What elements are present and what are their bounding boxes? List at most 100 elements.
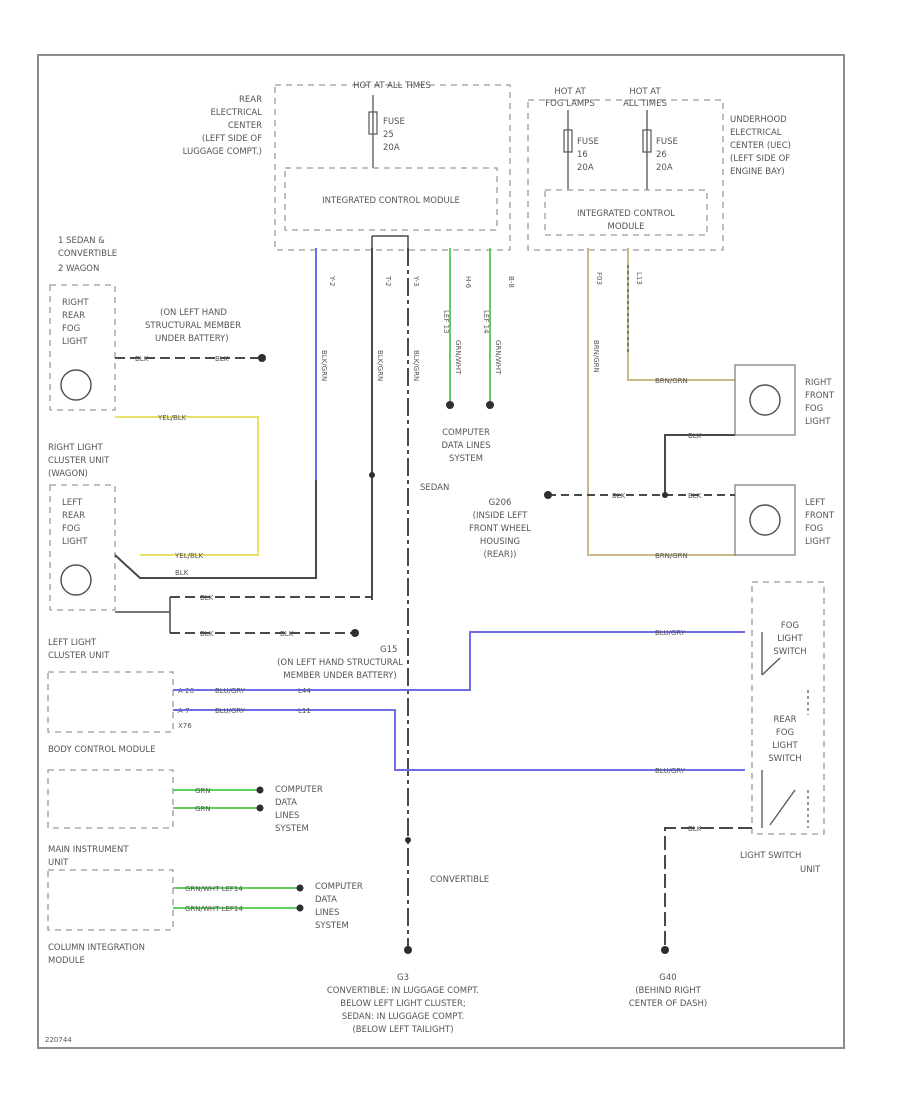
bcm-label: BODY CONTROL MODULE: [48, 745, 155, 755]
right-cluster-label: RIGHT LIGHT: [48, 443, 104, 453]
rear-center-name-line: (LEFT SIDE OF: [202, 134, 262, 144]
rear-center-name-line: LUGGAGE COMPT.): [183, 147, 262, 157]
wire-label-vertical: GRN/WHT: [494, 340, 502, 375]
ground-g15-label: G15: [380, 645, 397, 655]
left-cluster-label: LEFT LIGHT: [48, 638, 97, 648]
icm-pin: H-6: [464, 276, 472, 289]
ground-g40-label: (BEHIND RIGHT: [635, 986, 701, 996]
wire-label: BRN/GRN: [655, 552, 688, 560]
wire-label: YEL/BLK: [174, 552, 204, 560]
right-rear-fog-light: RIGHT REAR FOG LIGHT: [49, 284, 116, 411]
left-front-fog-light: LEFT FRONT FOG LIGHT: [734, 484, 835, 556]
wire-label: BLU/GRY: [215, 707, 246, 715]
legend-line: 2 WAGON: [58, 264, 99, 274]
sedan-label: SEDAN: [420, 483, 449, 493]
computer-data-top-line: SYSTEM: [449, 454, 483, 464]
connector-dot: [446, 401, 454, 409]
left-cluster-label: CLUSTER UNIT: [48, 651, 110, 661]
icm-pin: Y-2: [328, 275, 336, 286]
computer-data-top-line: COMPUTER: [442, 428, 490, 438]
ground-g3-label: G3: [397, 973, 409, 983]
wire-black-ground: [664, 434, 735, 495]
ground-g15-label: MEMBER UNDER BATTERY): [283, 671, 396, 681]
connector-dot: [486, 401, 494, 409]
column-integration-module: COLUMN INTEGRATION MODULE: [47, 869, 174, 966]
connector-dot: [296, 904, 304, 912]
wire-tag: L11: [298, 707, 311, 715]
ground-g15-label: (ON LEFT HAND STRUCTURAL: [277, 658, 403, 668]
rear-fog-switch-label: REAR: [774, 715, 797, 725]
can-label: LEF 14: [482, 310, 490, 334]
switch-icon: [769, 789, 796, 826]
icm-front-label: MODULE: [608, 222, 645, 232]
uec-fuse-label: FUSE: [577, 137, 599, 147]
right-rear-fog-label: RIGHT: [62, 298, 89, 308]
left-rear-fog-label: LEFT: [62, 498, 83, 508]
legend-line: CONVERTIBLE: [58, 249, 117, 259]
icm-front-pin: F03: [595, 272, 603, 285]
ground-upper-label: STRUCTURAL MEMBER: [145, 321, 241, 331]
drawing-id: 220744: [45, 1036, 72, 1044]
computer-data-low-line: DATA: [315, 895, 337, 905]
icm-pin: Y-3: [412, 275, 420, 286]
wire-label: GRN: [195, 805, 211, 813]
ground-g3-label: SEDAN: IN LUGGAGE COMPT.: [342, 1012, 464, 1022]
left-front-fog-label: LEFT: [805, 498, 826, 508]
ground-g40-label: G40: [659, 973, 676, 983]
ground-g206-label: G206: [489, 498, 512, 508]
lamp-icon: [60, 369, 92, 401]
uec-hot-label: HOT AT: [629, 87, 661, 97]
wire-tan: [587, 248, 735, 556]
right-cluster-label: (WAGON): [48, 469, 88, 479]
icm-front-pin: L13: [635, 272, 643, 285]
wire-label: BRN/GRN: [655, 377, 688, 385]
wire-label: BLK: [688, 825, 702, 833]
uec-fuse-rating: 20A: [577, 163, 594, 173]
uec-fuse-number: 26: [656, 150, 667, 160]
column-integration-label: COLUMN INTEGRATION: [48, 943, 145, 953]
icm-rear-label: INTEGRATED CONTROL MODULE: [322, 196, 460, 206]
wire-black-left-rear: [114, 480, 317, 579]
wire-label: GRN/WHT LEF14: [185, 885, 243, 893]
right-rear-fog-label: LIGHT: [62, 337, 88, 347]
rear-fuse-rating: 20A: [383, 143, 400, 153]
can-label: LEF 13: [442, 310, 450, 333]
computer-data-mid-line: DATA: [275, 798, 297, 808]
ground-point: [544, 491, 552, 499]
rear-center-name-line: REAR: [239, 95, 262, 105]
left-rear-fog-label: FOG: [62, 524, 80, 534]
legend-line: 1 SEDAN &: [58, 236, 105, 246]
splice-dot: [405, 837, 411, 843]
computer-data-top-line: DATA LINES: [442, 441, 491, 451]
wire-black-switch-ground: [664, 827, 752, 950]
rear-center-hot-label: HOT AT ALL TIMES: [353, 81, 431, 91]
computer-data-mid-line: SYSTEM: [275, 824, 309, 834]
fuse-icon: [563, 129, 573, 153]
icm-pin: T-2: [384, 275, 392, 287]
uec-name-line: CENTER (UEC): [730, 141, 791, 151]
right-front-fog-label: RIGHT: [805, 378, 832, 388]
column-integration-label: MODULE: [48, 956, 85, 966]
rear-electrical-center: HOT AT ALL TIMES REAR ELECTRICAL CENTER …: [183, 81, 511, 251]
ground-g40-label: CENTER OF DASH): [629, 999, 707, 1009]
left-front-fog-label: LIGHT: [805, 537, 831, 547]
light-switch-unit-label: UNIT: [800, 865, 821, 875]
main-instrument-label: UNIT: [48, 858, 69, 868]
underhood-electrical-center: HOT AT FOG LAMPS HOT AT ALL TIMES UNDERH…: [527, 87, 791, 251]
uec-hot-label: FOG LAMPS: [545, 99, 594, 109]
right-front-fog-label: LIGHT: [805, 417, 831, 427]
connector-dot: [296, 884, 304, 892]
lamp-icon: [60, 564, 92, 596]
uec-name-line: UNDERHOOD: [730, 115, 787, 125]
body-control-module: A-26 A-7 X76 BODY CONTROL MODULE: [47, 671, 195, 755]
splice-dot: [662, 492, 668, 498]
ground-g206-label: (INSIDE LEFT: [473, 511, 529, 521]
right-front-fog-label: FRONT: [805, 391, 835, 401]
wire-label: BLK: [280, 630, 294, 638]
ground-g3-label: (BELOW LEFT TAILIGHT): [352, 1025, 453, 1035]
wire-label: BLK: [612, 492, 626, 500]
switch-icon: [761, 657, 781, 676]
computer-data-mid-line: COMPUTER: [275, 785, 323, 795]
wire-label: BLK: [135, 355, 149, 363]
fuse-icon: [642, 129, 652, 153]
